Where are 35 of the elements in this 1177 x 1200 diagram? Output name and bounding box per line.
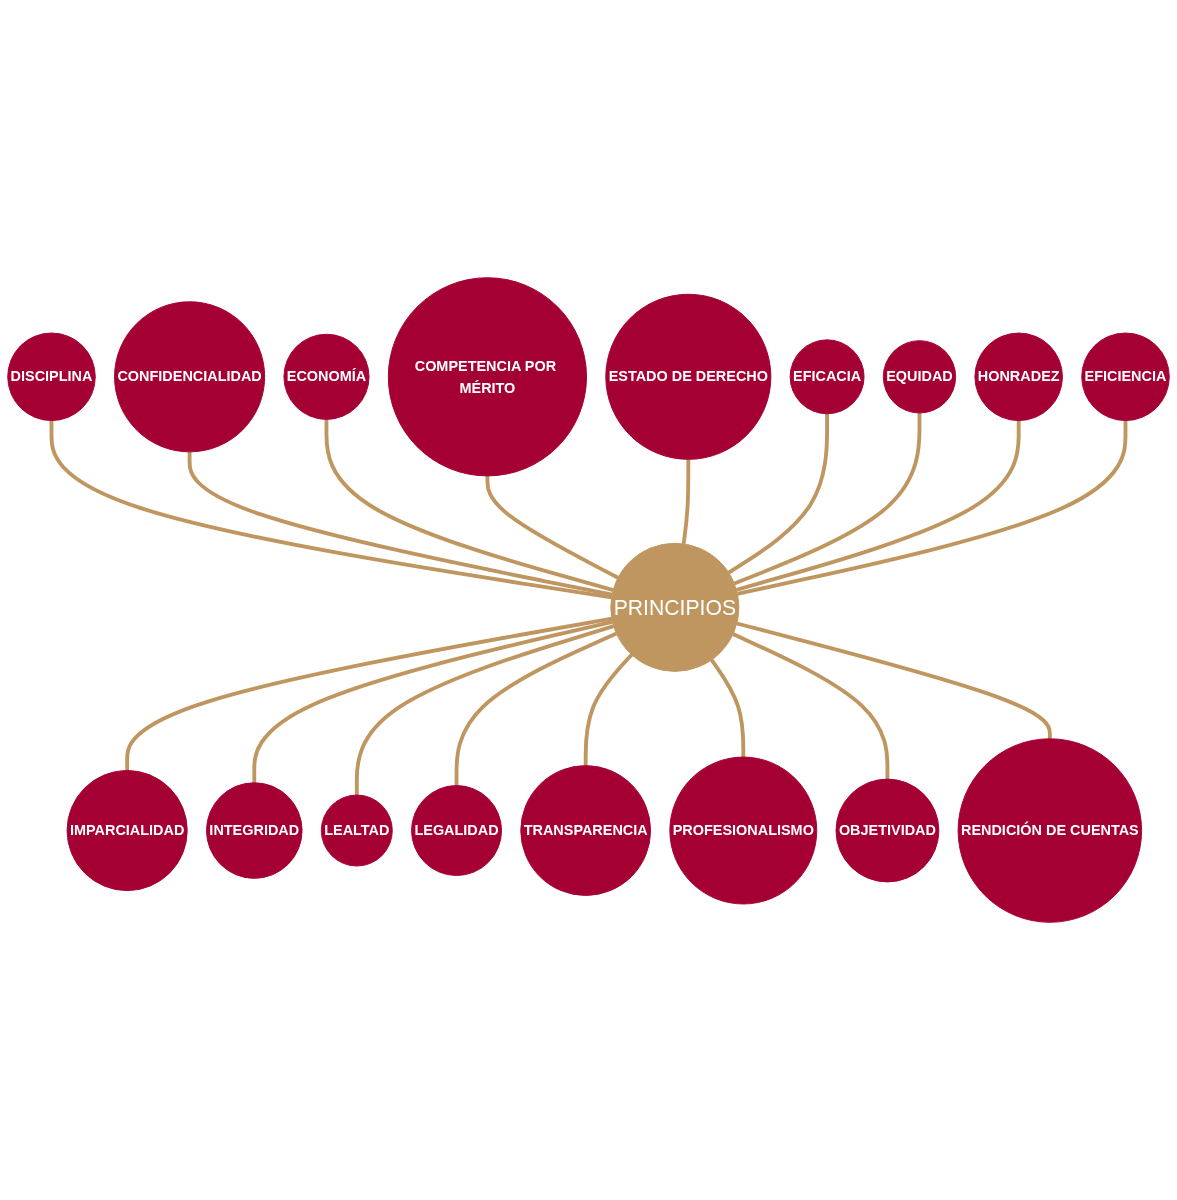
connector (354, 624, 615, 796)
connector (727, 413, 830, 575)
node-circle: PRINCIPIOS (610, 542, 740, 672)
connector (485, 475, 619, 580)
node-circle: EFICIENCIA (1081, 332, 1170, 422)
connector (710, 658, 746, 758)
connector (454, 631, 618, 786)
connector (681, 459, 691, 545)
connector (125, 616, 613, 771)
connector (732, 632, 890, 780)
connector (49, 420, 612, 600)
node-circle: ECONOMÍA (283, 333, 370, 420)
node-circle: COMPETENCIA POR MÉRITO (387, 277, 587, 477)
node-circle: OBJETIVIDAD (835, 778, 940, 883)
node-circle: RENDICIÓN DE CUENTAS (957, 738, 1143, 923)
node-circle: EFICACIA (789, 339, 865, 415)
node-circle: LEALTAD (320, 794, 393, 867)
connector (583, 653, 634, 766)
connector (736, 621, 1052, 739)
connector (735, 420, 1021, 592)
node-circle: DISCIPLINA (7, 332, 96, 422)
node-circle: HONRADEZ (974, 332, 1063, 422)
connector (187, 451, 613, 597)
connector (252, 619, 613, 783)
node-circle: CONFIDENCIALIDAD (114, 301, 266, 453)
node-circle: EQUIDAD (882, 340, 957, 414)
connector (733, 413, 922, 586)
connector (324, 419, 614, 592)
node-circle: LEGALIDAD (411, 785, 502, 876)
node-circle: ESTADO DE DERECHO (605, 293, 772, 460)
connector (737, 420, 1128, 596)
node-circle: TRANSPARENCIA (520, 765, 652, 896)
node-circle: INTEGRIDAD (206, 782, 303, 879)
node-circle: IMPARCIALIDAD (66, 769, 188, 892)
node-circle: PROFESIONALISMO (669, 756, 818, 905)
